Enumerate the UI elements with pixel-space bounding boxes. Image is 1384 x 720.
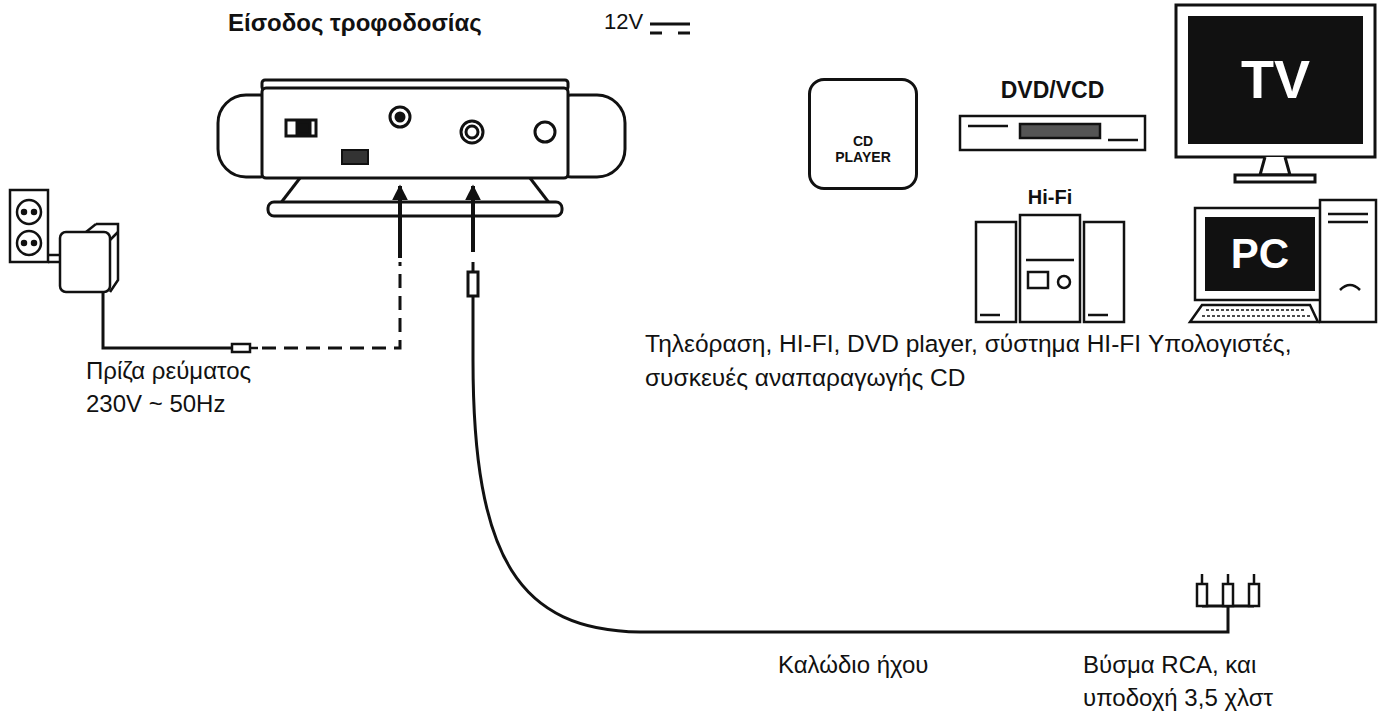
base: [268, 202, 562, 216]
voltage-label: 12V: [604, 7, 652, 37]
audio-jack: [461, 121, 483, 143]
panel-line: [1108, 139, 1138, 142]
speaker: [1084, 222, 1124, 322]
rca-plugs: [1197, 574, 1259, 606]
cd-player-icon: CD PLAYER: [808, 78, 918, 190]
arrows: [400, 186, 473, 258]
rca-plug: [1197, 584, 1207, 606]
usb-port: [342, 150, 368, 164]
power-adapter: [10, 190, 400, 352]
socket-hole: [22, 210, 26, 214]
socket-hole: [32, 210, 36, 214]
socket-hole: [32, 241, 36, 245]
dashed-link: [262, 262, 400, 348]
dc-jack: [390, 107, 410, 127]
dc-plug-tip: [250, 347, 258, 350]
adapter-body: [60, 232, 110, 292]
drive-bay: [1328, 221, 1368, 224]
transmitter: [218, 80, 625, 216]
dc-dash: [678, 32, 690, 35]
foot-line: [980, 314, 1000, 317]
socket-hole: [22, 241, 26, 245]
rca-plug: [1223, 584, 1233, 606]
tv-frame: [1176, 5, 1375, 157]
devices-list: Τηλεόραση, HI-FI, DVD player, σύστημα HI…: [645, 327, 1380, 395]
dvd-player: [960, 116, 1145, 150]
tv-screen: TV: [1188, 16, 1363, 144]
hifi-system: [976, 215, 1124, 322]
jack-plug: [468, 272, 478, 296]
audio-cable: [468, 262, 1259, 632]
dc-jack-pin: [396, 113, 404, 121]
socket: [17, 200, 41, 224]
dc-line: [650, 23, 690, 26]
hifi-heading-box: Hi-Fi: [985, 186, 1115, 214]
pc-screen: PC: [1205, 217, 1315, 291]
keys: [1202, 310, 1310, 316]
dc-dash: [650, 32, 662, 35]
display: [1028, 272, 1048, 288]
power-input-title: Είσοδος τροφοδοσίας: [228, 6, 628, 39]
node-text: Hi-Fi: [1028, 186, 1072, 208]
rca-plug: [1249, 584, 1259, 606]
dvd-heading-box: DVD/VCD: [955, 78, 1150, 118]
arrow: [471, 186, 475, 252]
leg: [280, 178, 300, 204]
drive-bay: [1328, 213, 1368, 216]
panel-line: [1026, 259, 1074, 262]
switch-knob: [297, 122, 310, 134]
node-text: TV: [1241, 50, 1310, 109]
jack: [535, 122, 555, 142]
node-text: PC: [1231, 231, 1289, 277]
tv-neck: [1260, 157, 1290, 175]
switch: [286, 120, 316, 136]
computer: [1190, 200, 1376, 322]
arrow: [398, 186, 402, 258]
knob: [1058, 276, 1070, 288]
foot-line: [1088, 314, 1108, 317]
mains-socket-label: Πρίζα ρεύματος 230V ~ 50Hz: [86, 354, 281, 420]
rca-pin: [1227, 574, 1230, 584]
keyboard: [1190, 305, 1318, 322]
audio-cable-label: Καλώδιο ήχου: [778, 648, 978, 681]
tv-foot: [1235, 175, 1315, 182]
adapter-edge: [96, 224, 118, 292]
monitor-frame: [1195, 208, 1325, 300]
panel-line: [968, 125, 1008, 128]
tower: [1320, 200, 1376, 322]
power-cable: [103, 292, 232, 348]
disc-tray: [1020, 124, 1100, 138]
socket: [17, 231, 41, 255]
tv-set: [1176, 5, 1375, 182]
audio-jack-inner: [466, 126, 478, 138]
plug-label: Βύσμα RCA, και υποδοχή 3,5 χλστ: [1083, 648, 1293, 714]
dc-plug: [232, 344, 250, 352]
speaker: [976, 222, 1016, 322]
dvd-body: [960, 116, 1145, 150]
housing: [262, 88, 568, 178]
tower-mark: [1340, 285, 1360, 290]
rca-pin: [1201, 574, 1204, 584]
rca-pin: [1253, 574, 1256, 584]
adapter-edge: [86, 224, 96, 232]
node-text: CD PLAYER: [828, 134, 898, 165]
wall-outlet: [10, 190, 48, 262]
node-text: DVD/VCD: [1001, 78, 1105, 103]
dc-symbol: [650, 24, 690, 33]
hifi-unit: [1020, 215, 1080, 322]
leg: [530, 178, 550, 204]
